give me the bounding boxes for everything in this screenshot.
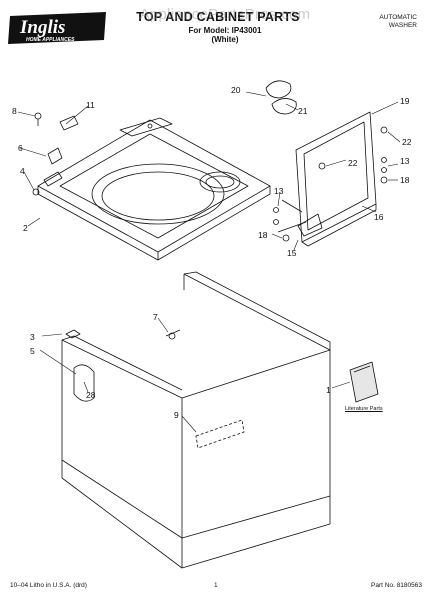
callout-22-right: 22 xyxy=(402,137,412,147)
callout-13-left: 13 xyxy=(274,186,284,196)
product-type: AUTOMATIC WASHER xyxy=(327,14,417,30)
literature-parts-label: Literature Parts xyxy=(345,406,383,412)
watermark: AppliancePartsPros.com xyxy=(139,6,311,23)
callout-8: 8 xyxy=(12,106,17,116)
color-label: (White) xyxy=(211,35,239,44)
callout-6: 6 xyxy=(18,143,23,153)
callout-2: 2 xyxy=(23,223,28,233)
callout-3: 3 xyxy=(30,332,35,342)
page-title: TOP AND CABINET PARTS xyxy=(136,10,300,24)
callout-15: 15 xyxy=(287,248,297,258)
leader-lines xyxy=(17,91,401,433)
footer-page-number: 1 xyxy=(214,582,218,589)
footer-part-number: Part No. 8180563 xyxy=(371,582,422,589)
lid-drawing xyxy=(273,111,388,247)
literature-booklet-icon xyxy=(349,361,379,403)
callout-28: 28 xyxy=(86,390,96,400)
cabinet-drawing xyxy=(61,271,331,569)
callout-16: 16 xyxy=(374,212,384,222)
brand-tagline: HOME APPLIANCES xyxy=(26,37,75,43)
washer-top-drawing xyxy=(37,117,271,261)
callout-13-right: 13 xyxy=(400,156,410,166)
callout-5: 5 xyxy=(30,346,35,356)
product-line-2: WASHER xyxy=(388,22,417,29)
model-info: For Model: IP43001 (White) xyxy=(150,26,300,44)
brand-name: Inglis xyxy=(19,17,65,38)
callout-21: 21 xyxy=(298,106,308,116)
callout-18-right: 18 xyxy=(400,175,410,185)
callout-11: 11 xyxy=(86,100,95,110)
callout-4: 4 xyxy=(20,166,25,176)
callout-1: 1 xyxy=(326,385,331,395)
model-label: For Model: IP43001 xyxy=(188,26,262,35)
callout-18-left: 18 xyxy=(258,230,268,240)
callout-19: 19 xyxy=(400,96,410,106)
callout-22-center: 22 xyxy=(348,158,358,168)
callout-20: 20 xyxy=(231,85,241,95)
callout-7: 7 xyxy=(153,312,158,322)
inglis-logo: Inglis HOME APPLIANCES xyxy=(8,12,106,44)
lid-bumpers xyxy=(265,80,297,115)
product-line-1: AUTOMATIC xyxy=(379,14,417,21)
callout-numbers: 1 2 3 4 5 6 7 8 9 11 13 13 15 16 18 18 1… xyxy=(12,85,412,420)
footer-litho: 10–04 Litho in U.S.A. (drd) xyxy=(10,582,87,589)
callout-9: 9 xyxy=(174,410,179,420)
